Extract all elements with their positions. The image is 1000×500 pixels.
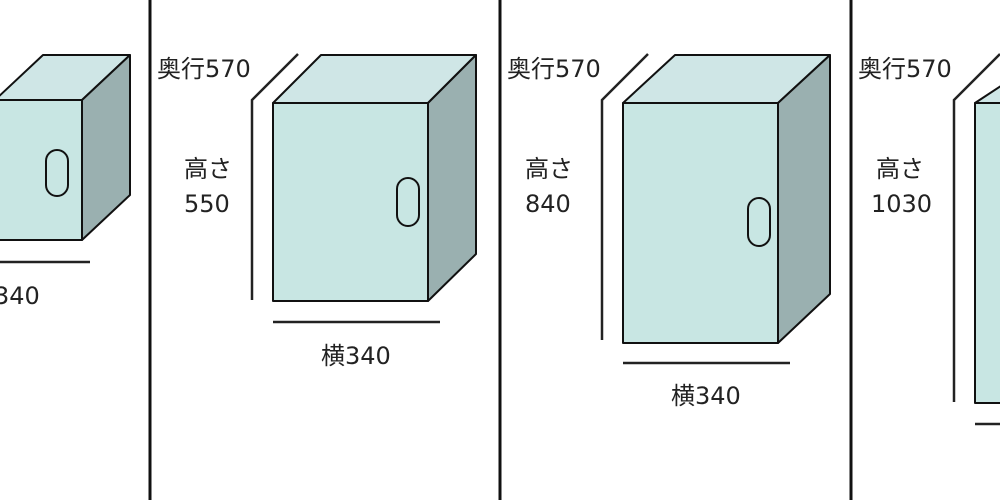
height-label-2: 高さ bbox=[525, 155, 573, 183]
cabinet-2-side bbox=[777, 54, 831, 344]
height-label-1: 高さ bbox=[184, 155, 232, 183]
height-label-3: 高さ bbox=[876, 155, 924, 183]
height-value-1: 550 bbox=[184, 190, 230, 218]
cabinet-2 bbox=[622, 54, 831, 344]
width-label-0: 340 bbox=[0, 282, 40, 310]
cabinet-1-handle bbox=[396, 177, 420, 227]
cabinet-1 bbox=[272, 54, 477, 302]
depth-height-dimension-line-3 bbox=[952, 53, 1000, 402]
cabinet-0-handle bbox=[45, 149, 69, 197]
panel-2: 奥行570 高さ 840 横340 bbox=[507, 53, 831, 410]
cabinet-3-top bbox=[974, 85, 1000, 104]
cabinet-2-handle bbox=[747, 197, 771, 247]
width-label-2: 横340 bbox=[671, 382, 741, 410]
width-label-1: 横340 bbox=[321, 342, 391, 370]
cabinet-3-front bbox=[974, 102, 1000, 404]
depth-label-3: 奥行570 bbox=[858, 55, 952, 83]
height-value-2: 840 bbox=[525, 190, 571, 218]
depth-height-dimension-line-2 bbox=[600, 53, 649, 340]
cabinet-3 bbox=[974, 85, 1000, 404]
cabinet-0 bbox=[0, 54, 131, 241]
depth-height-dimension-line-1 bbox=[250, 53, 299, 300]
height-value-3: 1030 bbox=[871, 190, 932, 218]
depth-label-2: 奥行570 bbox=[507, 55, 601, 83]
panel-1: 奥行570 高さ 550 横340 bbox=[157, 53, 477, 370]
depth-label-1: 奥行570 bbox=[157, 55, 251, 83]
panel-0: 340 bbox=[0, 54, 131, 310]
cabinet-0-front bbox=[0, 99, 83, 241]
panel-3: 奥行570 高さ 1030 bbox=[858, 53, 1000, 426]
